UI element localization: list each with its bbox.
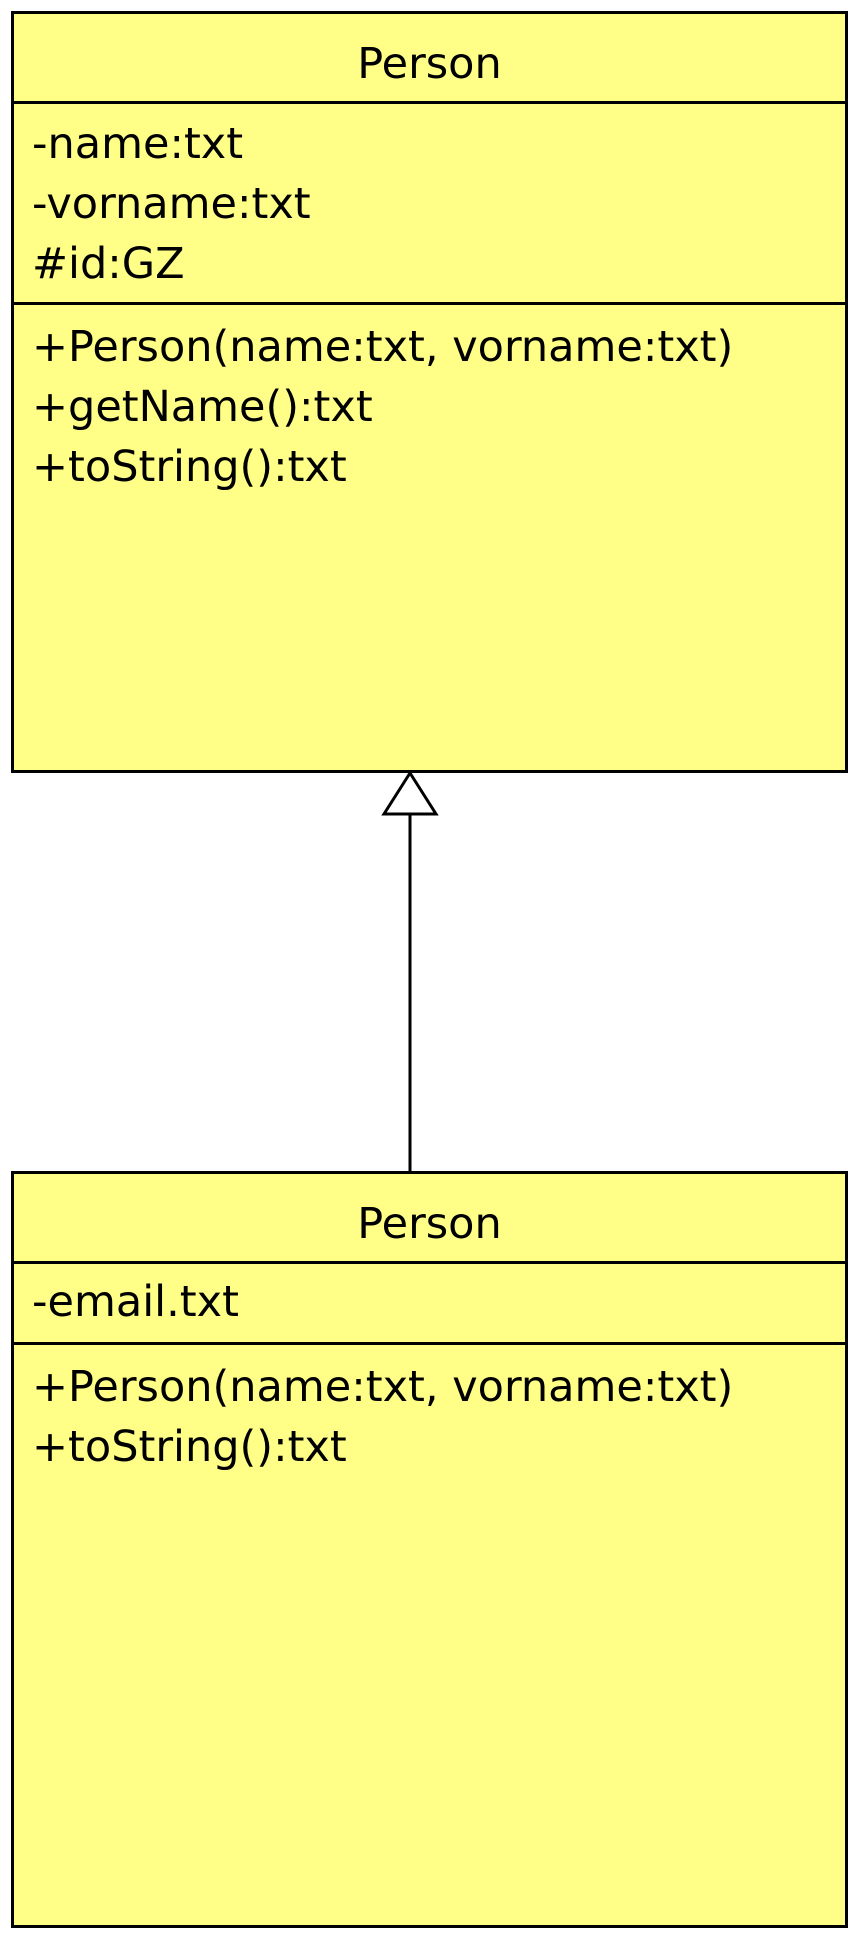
attributes-compartment: -email.txt [14, 1264, 845, 1342]
hollow-triangle-arrowhead-icon [381, 770, 439, 816]
operation: +Person(name:txt, vorname:txt) [32, 1362, 734, 1412]
compartment-divider [14, 302, 845, 305]
operation: +getName():txt [32, 382, 373, 432]
compartment-divider [14, 101, 845, 104]
operations-compartment: +Person(name:txt, vorname:txt) +getName(… [14, 305, 845, 497]
attribute: #id:GZ [32, 239, 185, 289]
operation: +Person(name:txt, vorname:txt) [32, 322, 734, 372]
class-name: Person [357, 1199, 502, 1249]
class-box-child[interactable]: Person -email.txt +Person(name:txt, vorn… [11, 1171, 848, 1928]
attribute: -name:txt [32, 119, 244, 169]
class-name: Person [357, 39, 502, 89]
attributes-compartment: -name:txt -vorname:txt #id:GZ [14, 104, 845, 302]
class-box-parent[interactable]: Person -name:txt -vorname:txt #id:GZ +Pe… [11, 11, 848, 773]
operations-compartment: +Person(name:txt, vorname:txt) +toString… [14, 1345, 845, 1477]
attribute: -email.txt [32, 1277, 239, 1327]
compartment-divider [14, 1342, 845, 1345]
operation: +toString():txt [32, 1422, 347, 1472]
compartment-divider [14, 1261, 845, 1264]
operation: +toString():txt [32, 442, 347, 492]
attribute: -vorname:txt [32, 179, 311, 229]
